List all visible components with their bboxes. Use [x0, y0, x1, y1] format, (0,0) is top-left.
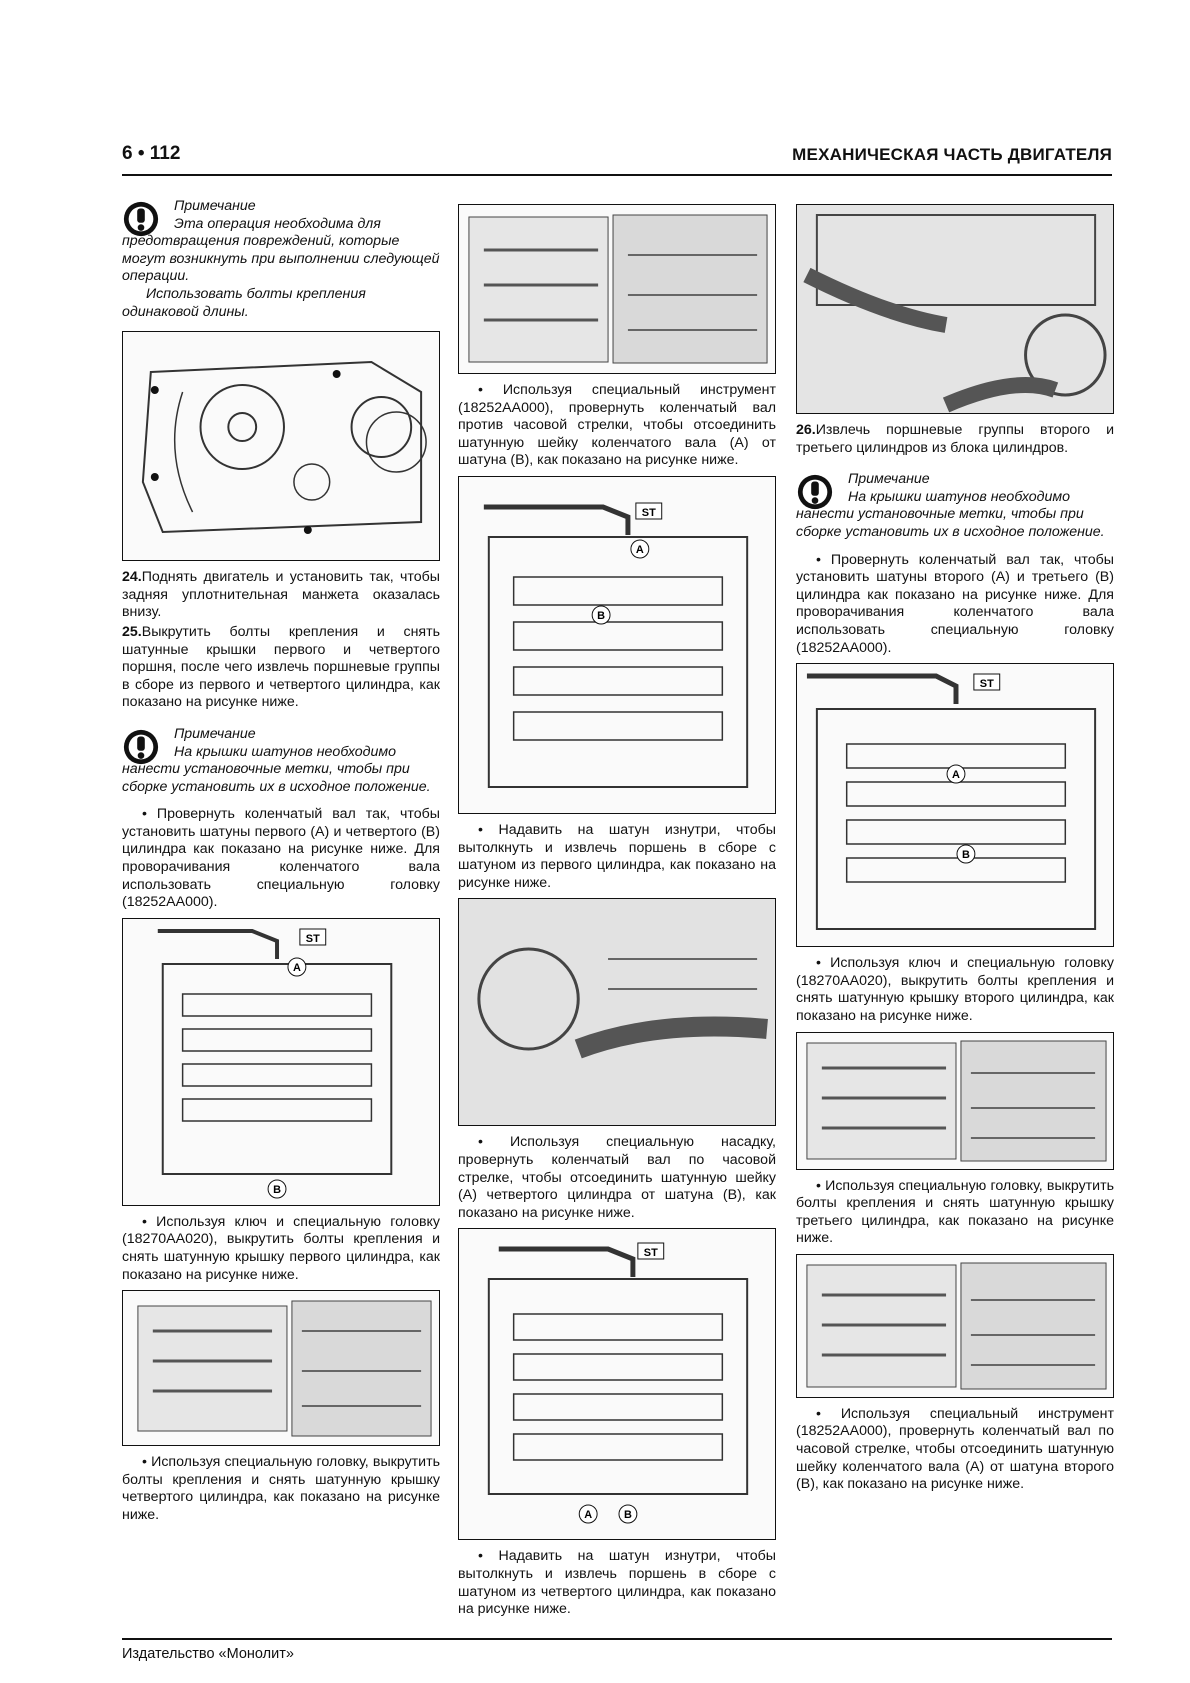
- photo-placeholder: [468, 214, 768, 364]
- page-number: 6 • 112: [122, 143, 181, 164]
- bullet-item: • Провернуть коленчатый вал так, чтобы у…: [122, 806, 440, 911]
- note-text: Эта операция необходима для предотвращен…: [122, 215, 440, 285]
- figure-remove-cap-2: [796, 1031, 1114, 1170]
- note-block: Примечание На крышки шатунов необходимо …: [122, 726, 440, 796]
- label-a: A: [293, 962, 301, 974]
- figure-disconnect-journal: ST A B: [458, 475, 776, 814]
- engine-block-diagram: ST A B: [487, 1242, 749, 1524]
- photo-placeholder: [459, 899, 775, 1126]
- figure-remove-cap-3: [796, 1253, 1114, 1398]
- figure-disconnect-journal-4: ST A B: [458, 1228, 776, 1541]
- label-st: ST: [306, 933, 320, 945]
- label-st: ST: [980, 678, 994, 690]
- note-text: На крышки шатунов необходимо нанести уст…: [122, 743, 431, 795]
- bullet-item: • Надавить на шатун изнутри, чтобы вытол…: [458, 821, 776, 891]
- footer-rule: [122, 1638, 1112, 1640]
- label-a: A: [584, 1509, 592, 1521]
- bullet-item: • Используя специальную насадку, проверн…: [458, 1134, 776, 1221]
- note-label: Примечание: [174, 198, 256, 214]
- step-26: 26.Извлечь поршневые группы второго и тр…: [796, 422, 1114, 456]
- photo-placeholder: [806, 1262, 1107, 1390]
- figure-crankshaft-rotation: ST A B: [122, 917, 440, 1206]
- bullet-item: • Используя специальный инструмент (1825…: [458, 382, 776, 469]
- exclamation-icon: [797, 475, 833, 510]
- photo-placeholder: [806, 1040, 1107, 1161]
- note-label: Примечание: [174, 725, 256, 742]
- label-a: A: [952, 769, 960, 781]
- exclamation-icon: [123, 201, 159, 237]
- engine-block-diagram: ST A B: [483, 502, 749, 788]
- note-label: Примечание: [848, 471, 930, 488]
- chapter-title: МЕХАНИЧЕСКАЯ ЧАСТЬ ДВИГАТЕЛЯ: [792, 145, 1112, 164]
- exclamation-icon: [123, 729, 159, 765]
- bullet-item: • Используя специальную головку, выкрути…: [796, 1177, 1114, 1247]
- figure-remove-cap-1: [122, 1290, 440, 1447]
- note-block: Примечание Эта операция необходима для п…: [122, 198, 440, 321]
- engine-block-diagram: ST A B: [157, 928, 393, 1199]
- figure-push-piston-1: [458, 898, 776, 1127]
- bullet-item: • Используя ключ и специальную головку (…: [122, 1213, 440, 1283]
- page-header: 6 • 112 МЕХАНИЧЕСКАЯ ЧАСТЬ ДВИГАТЕЛЯ: [122, 143, 1112, 171]
- publisher-footer: Издательство «Монолит»: [122, 1646, 294, 1662]
- column-middle: • Используя специальный инструмент (1825…: [458, 198, 776, 1625]
- bullet-item: • Используя ключ и специальную головку (…: [796, 955, 1114, 1024]
- label-b: B: [624, 1509, 632, 1521]
- photo-placeholder: [797, 205, 1113, 413]
- label-a: A: [636, 544, 644, 556]
- label-b: B: [962, 849, 970, 861]
- label-b: B: [273, 1184, 281, 1196]
- note-text: Использовать болты крепления одинаковой …: [122, 285, 366, 320]
- label-st: ST: [644, 1247, 658, 1259]
- bullet-item: • Используя специальный инструмент (1825…: [796, 1405, 1114, 1493]
- step-24: 24.Поднять двигатель и установить так, ч…: [122, 569, 440, 621]
- note-block: Примечание На крышки шатунов необходимо …: [796, 471, 1114, 541]
- label-st: ST: [642, 507, 656, 519]
- engine-block-diagram: ST A B: [806, 673, 1097, 931]
- note-text: На крышки шатунов необходимо нанести уст…: [796, 488, 1105, 540]
- label-b: B: [597, 610, 605, 622]
- bullet-item: • Надавить на шатун изнутри, чтобы вытол…: [458, 1548, 776, 1618]
- figure-engine-block-rear: [122, 331, 440, 562]
- bullet-item: • Используя специальную головку, выкрути…: [122, 1454, 440, 1523]
- figure-crankshaft-rotation-2: ST A B: [796, 663, 1114, 948]
- photo-placeholder: [137, 1300, 432, 1437]
- bullet-item: • Провернуть коленчатый вал так, чтобы у…: [796, 551, 1114, 656]
- figure-remove-pistons-2-3: [796, 204, 1114, 414]
- figure-special-tool: [458, 204, 776, 374]
- engine-illustration: [141, 361, 427, 535]
- column-right: 26.Извлечь поршневые группы второго и тр…: [796, 198, 1114, 1500]
- header-rule: [122, 174, 1112, 176]
- column-left: Примечание Эта операция необходима для п…: [122, 198, 440, 1531]
- step-25: 25.Выкрутить болты крепления и снять шат…: [122, 623, 440, 711]
